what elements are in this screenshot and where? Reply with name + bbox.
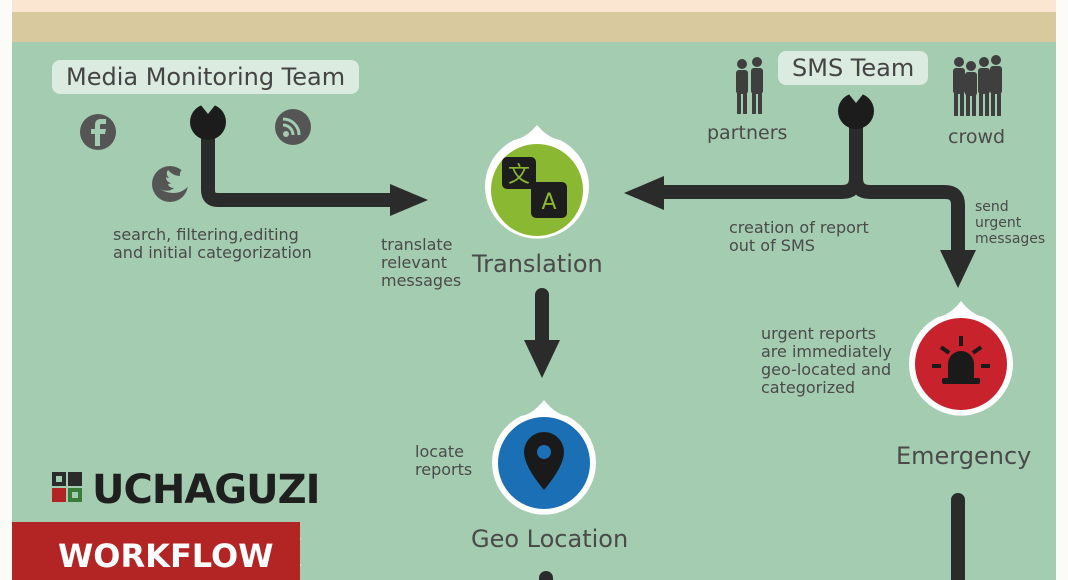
search-label-line-2: and initial categorization (113, 243, 312, 262)
media-knob-icon (190, 104, 226, 140)
translate-label-line-3: messages (381, 271, 462, 290)
translate-label-line-2: relevant (381, 253, 448, 272)
right-border (1056, 0, 1068, 580)
send-urgent-label-line-1: send (975, 199, 1009, 215)
translate-icon: 文 A (502, 157, 567, 218)
banner-notch (300, 522, 312, 580)
flow-paths (201, 105, 965, 580)
locate-label-line-1: locate (415, 442, 464, 461)
knob-notch (848, 93, 864, 103)
media-monitoring-team-label: Media Monitoring Team (52, 60, 360, 94)
translate-label-line-1: translate (381, 235, 453, 254)
workflow-banner-label: WORKFLOW (58, 537, 274, 575)
crowd-icon (953, 55, 1002, 116)
arrow-right-icon (390, 184, 428, 216)
sms-knob-icon (838, 93, 874, 129)
urgent-reports-line-2: are immediately (761, 342, 892, 361)
crowd-label: crowd (948, 126, 1006, 148)
urgent-reports-line-4: categorized (761, 378, 856, 397)
creation-label-line-1: creation of report (729, 218, 869, 237)
siren-icon (932, 336, 990, 384)
emergency-node (909, 301, 1014, 416)
workflow-banner (12, 522, 300, 580)
knob-notch (200, 104, 216, 114)
geo-location-title: Geo Location (471, 525, 629, 553)
translation-node: 文 A (485, 125, 590, 239)
arrow-down-icon (524, 340, 560, 378)
tan-band (12, 12, 1056, 42)
translation-title: Translation (472, 250, 603, 278)
top-band (0, 0, 1068, 10)
facebook-icon (80, 114, 116, 150)
urgent-reports-line-3: geo-located and (761, 360, 892, 379)
left-border (0, 0, 12, 580)
emergency-title: Emergency (896, 442, 1032, 470)
partners-icon (736, 57, 763, 114)
map-pin-icon (524, 432, 564, 490)
uchaguzi-logo-mark (52, 472, 82, 502)
creation-label-line-2: out of SMS (729, 236, 815, 255)
send-urgent-label-line-2: urgent (975, 215, 1022, 231)
send-urgent-label-line-3: messages (975, 231, 1046, 247)
arrow-heads (390, 176, 976, 378)
twitter-icon (152, 166, 195, 202)
urgent-reports-line-1: urgent reports (761, 324, 877, 343)
path-media-to-translation (201, 118, 402, 207)
arrow-left-icon (624, 176, 664, 210)
connector-knobs (190, 93, 874, 140)
arrow-down-icon (940, 250, 976, 288)
locate-label-line-2: reports (415, 460, 473, 479)
path-sms-to-emergency (849, 171, 965, 259)
geo-location-node (492, 400, 596, 515)
rss-icon (275, 109, 311, 145)
svg-text:A: A (541, 190, 556, 215)
uchaguzi-logo-text: UCHAGUZI (92, 467, 320, 513)
svg-text:文: 文 (508, 163, 530, 188)
sms-team-label: SMS Team (778, 51, 929, 85)
search-label-line-1: search, filtering,editing (113, 225, 299, 244)
partners-label: partners (707, 122, 788, 144)
